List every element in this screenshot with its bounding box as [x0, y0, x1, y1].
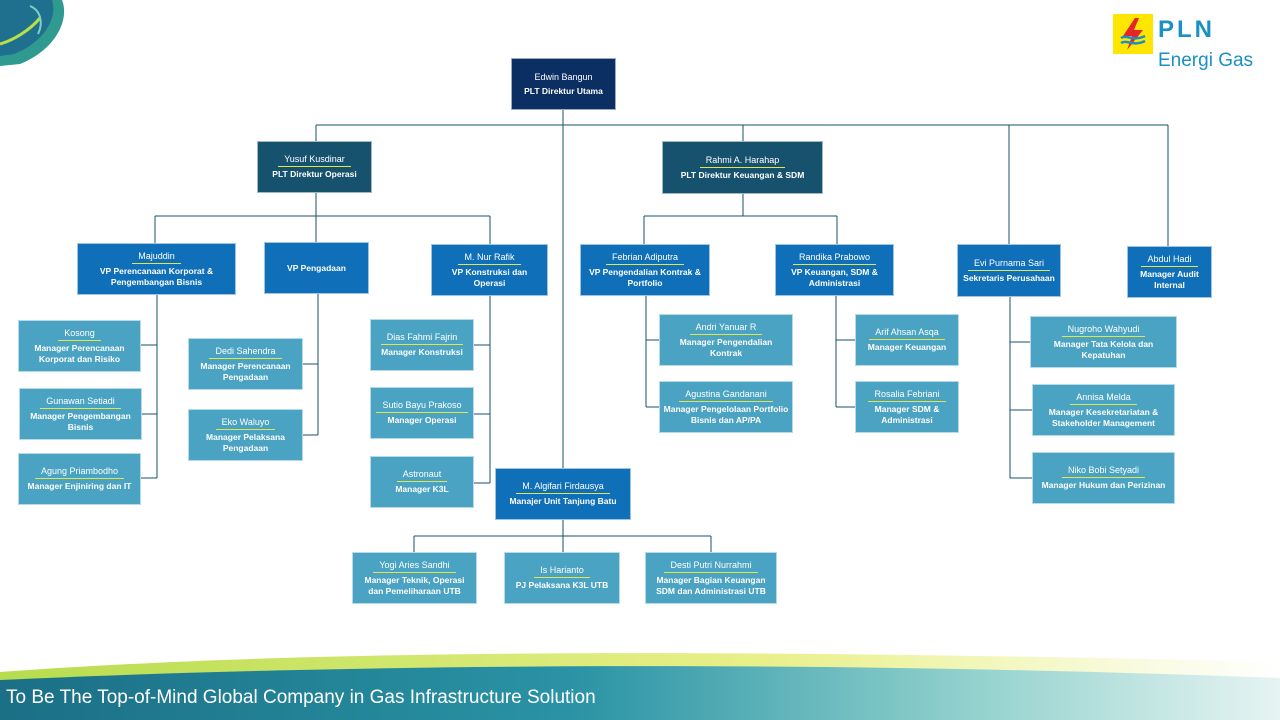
node-title: PLT Direktur Operasi: [272, 169, 357, 180]
node-title: Manager Pengembangan Bisnis: [30, 411, 131, 432]
node-name: Yogi Aries Sandhi: [373, 560, 456, 573]
node-name: Desti Putri Nurrahmi: [664, 560, 758, 573]
node-name: Niko Bobi Setyadi: [1061, 465, 1146, 479]
node-title: Manager Audit Internal: [1140, 269, 1199, 290]
node-vp-pengadaan: VP Pengadaan: [264, 242, 369, 294]
node-title: Manager Kesekretariatan & Stakeholder Ma…: [1048, 407, 1159, 428]
node-title: VP Pengendalian Kontrak & Portfolio: [589, 267, 701, 288]
node-name: Sutio Bayu Prakoso: [376, 400, 468, 414]
node-manager-pelaksana-pengadaan: Eko Waluyo Manager Pelaksana Pengadaan: [188, 409, 303, 461]
node-name: Dedi Sahendra: [209, 346, 282, 359]
node-title: Manager Keuangan: [867, 342, 947, 353]
node-manager-konstruksi: Dias Fahmi Fajrin Manager Konstruksi: [370, 319, 474, 371]
node-manager-operasi: Sutio Bayu Prakoso Manager Operasi: [370, 387, 474, 439]
node-vp-pengendalian: Febrian Adiputra VP Pengendalian Kontrak…: [580, 244, 710, 296]
node-name: Dias Fahmi Fajrin: [380, 332, 464, 346]
node-title: Manager Perencanaan Pengadaan: [200, 361, 291, 382]
node-title: Manager Operasi: [387, 415, 457, 426]
node-manager-perencanaan-korporat: Kosong Manager Perencanaan Korporat dan …: [18, 320, 141, 372]
node-manager-tata-kelola: Nugroho Wahyudi Manager Tata Kelola dan …: [1030, 316, 1177, 368]
node-name: Kosong: [58, 328, 101, 341]
node-title: Manager Perencanaan Korporat dan Risiko: [34, 343, 125, 364]
node-name: Rahmi A. Harahap: [699, 155, 786, 168]
node-manager-enjiniring: Agung Priambodho Manager Enjiniring dan …: [18, 453, 141, 505]
node-manager-perencanaan-pengadaan: Dedi Sahendra Manager Perencanaan Pengad…: [188, 338, 303, 390]
node-title: Manager Bagian Keuangan SDM dan Administ…: [656, 575, 766, 596]
node-direktur-utama: Edwin Bangun PLT Direktur Utama: [511, 58, 616, 110]
node-pj-k3l-utb: Is Harianto PJ Pelaksana K3L UTB: [504, 552, 620, 604]
company-tagline: To Be The Top-of-Mind Global Company in …: [6, 687, 596, 708]
footer-wave-decoration: [0, 653, 1280, 720]
node-name: Agung Priambodho: [34, 466, 125, 480]
node-name: M. Algifari Firdausya: [516, 481, 610, 495]
node-name: M. Nur Rafik: [458, 252, 521, 265]
node-manager-keuangan: Arif Ahsan Asqa Manager Keuangan: [855, 314, 959, 366]
node-title: Manager Konstruksi: [381, 347, 463, 358]
node-name: Evi Purnama Sari: [967, 258, 1051, 271]
node-title: Manager Teknik, Operasi dan Pemeliharaan…: [364, 575, 465, 596]
brand-subtitle: Energi Gas: [1158, 50, 1254, 71]
node-name: Rosalia Febriani: [868, 389, 946, 402]
node-name: Andri Yanuar R: [689, 322, 763, 335]
node-name: Astronaut: [396, 469, 448, 483]
node-name: Randika Prabowo: [792, 252, 877, 265]
node-title: VP Perencanaan Korporat & Pengembangan B…: [99, 266, 214, 287]
node-manager-pengendalian-kontrak: Andri Yanuar R Manager Pengendalian Kont…: [659, 314, 793, 366]
node-title: PLT Direktur Utama: [524, 85, 603, 96]
node-direktur-keuangan-sdm: Rahmi A. Harahap PLT Direktur Keuangan &…: [662, 141, 823, 194]
node-direktur-operasi: Yusuf Kusdinar PLT Direktur Operasi: [257, 141, 372, 193]
node-title: Manager SDM & Administrasi: [874, 404, 940, 425]
node-title: Manager Pengelolaan Portfolio Bisnis dan…: [663, 404, 789, 425]
node-title: VP Keuangan, SDM & Administrasi: [791, 267, 878, 288]
node-audit-internal: Abdul Hadi Manager Audit Internal: [1127, 246, 1212, 298]
node-manajer-unit-tanjung-batu: M. Algifari Firdausya Manajer Unit Tanju…: [495, 468, 631, 520]
node-name: Yusuf Kusdinar: [278, 154, 351, 168]
node-name: Is Harianto: [534, 565, 590, 579]
node-title: Sekretaris Perusahaan: [963, 272, 1055, 283]
node-vp-keuangan: Randika Prabowo VP Keuangan, SDM & Admin…: [775, 244, 894, 296]
node-title: Manager Hukum dan Perizinan: [1041, 480, 1166, 491]
node-title: Manajer Unit Tanjung Batu: [509, 496, 617, 507]
node-manager-keuangan-utb: Desti Putri Nurrahmi Manager Bagian Keua…: [645, 552, 777, 604]
node-manager-hukum: Niko Bobi Setyadi Manager Hukum dan Peri…: [1032, 452, 1175, 504]
node-title: PJ Pelaksana K3L UTB: [515, 580, 609, 591]
node-title: VP Pengadaan: [287, 262, 346, 273]
corner-swoosh-decoration: [0, 0, 65, 66]
node-name: Majuddin: [132, 251, 181, 264]
node-title: Manager Pengendalian Kontrak: [679, 337, 773, 358]
node-name: Agustina Gandanani: [679, 389, 773, 402]
node-name: Annisa Melda: [1070, 392, 1137, 405]
node-name: Abdul Hadi: [1141, 254, 1198, 267]
node-manager-kesekretariatan: Annisa Melda Manager Kesekretariatan & S…: [1032, 384, 1175, 436]
node-name: Arif Ahsan Asqa: [869, 327, 945, 341]
node-sekretaris-perusahaan: Evi Purnama Sari Sekretaris Perusahaan: [957, 244, 1061, 297]
node-manager-sdm-administrasi: Rosalia Febriani Manager SDM & Administr…: [855, 381, 959, 433]
node-name: Nugroho Wahyudi: [1061, 324, 1146, 337]
node-manager-k3l: Astronaut Manager K3L: [370, 456, 474, 508]
node-title: PLT Direktur Keuangan & SDM: [680, 169, 805, 180]
node-name: Febrian Adiputra: [605, 252, 685, 265]
node-title: Manager Tata Kelola dan Kepatuhan: [1053, 339, 1154, 360]
node-manager-teknik-utb: Yogi Aries Sandhi Manager Teknik, Operas…: [352, 552, 477, 604]
node-title: Manager Enjiniring dan IT: [27, 481, 132, 492]
node-title: Manager K3L: [395, 484, 449, 495]
node-name: Edwin Bangun: [534, 71, 593, 82]
node-manager-pengembangan-bisnis: Gunawan Setiadi Manager Pengembangan Bis…: [19, 388, 142, 440]
node-vp-konstruksi: M. Nur Rafik VP Konstruksi dan Operasi: [431, 244, 548, 296]
node-title: Manager Pelaksana Pengadaan: [206, 432, 285, 453]
node-title: VP Konstruksi dan Operasi: [451, 267, 528, 288]
node-name: Eko Waluyo: [215, 417, 276, 430]
brand-name: PLN: [1158, 16, 1215, 43]
pln-logo-icon: [1113, 14, 1153, 54]
node-vp-perencanaan: Majuddin VP Perencanaan Korporat & Penge…: [77, 243, 236, 295]
node-manager-pengelolaan-portfolio: Agustina Gandanani Manager Pengelolaan P…: [659, 381, 793, 433]
node-name: Gunawan Setiadi: [40, 396, 121, 409]
